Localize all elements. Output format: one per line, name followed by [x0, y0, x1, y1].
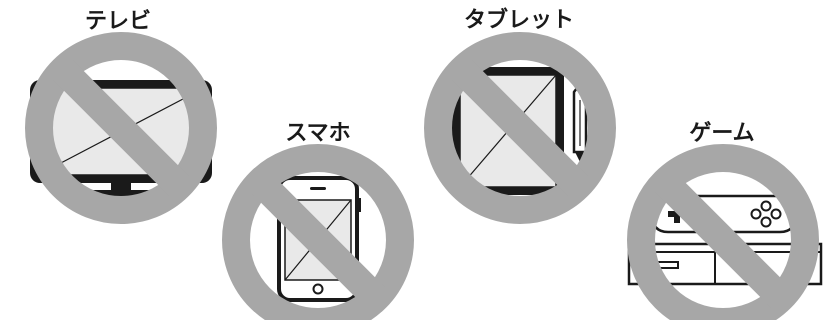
- tv-group: テレビ: [25, 9, 217, 224]
- tablet-group: タブレット: [424, 7, 616, 224]
- tv-neck: [111, 183, 131, 193]
- smartphone-side-button: [357, 198, 361, 212]
- smartphone-home-button: [312, 283, 324, 295]
- controller-button: [760, 200, 772, 212]
- game-group: ゲーム: [627, 121, 823, 320]
- controller-button: [770, 208, 782, 220]
- smartphone-group: スマホ: [222, 121, 414, 320]
- prohibition-icon: [222, 144, 414, 320]
- prohibition-icon: [627, 144, 819, 320]
- game-label: ゲーム: [689, 121, 754, 146]
- prohibition-icon: [25, 32, 217, 224]
- smartphone-label: スマホ: [285, 121, 350, 146]
- prohibition-icon: [424, 32, 616, 224]
- smartphone-speaker: [310, 187, 326, 190]
- controller-button: [760, 216, 772, 228]
- controller-button: [750, 208, 762, 220]
- tablet-label: タブレット: [464, 7, 574, 33]
- tv-label: テレビ: [85, 9, 151, 34]
